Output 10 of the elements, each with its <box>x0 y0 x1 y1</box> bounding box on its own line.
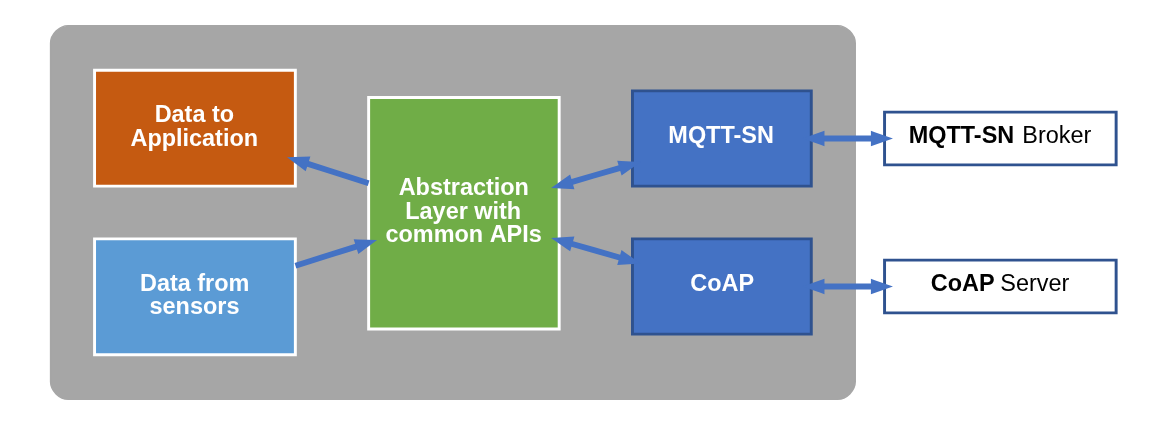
arrow <box>286 156 369 187</box>
cluster <box>49 24 856 401</box>
node-box: MQTT-SN Broker <box>882 110 1118 167</box>
node-box: Data from sensors <box>92 237 297 357</box>
node-box: Data to Application <box>92 68 297 188</box>
node-box: MQTT-SN <box>630 89 813 188</box>
node-box: CoAP Server <box>882 258 1118 315</box>
node-box: CoAP <box>630 237 813 336</box>
arrow <box>294 239 377 269</box>
node-box: Abstraction Layer with common APIs <box>366 95 561 331</box>
